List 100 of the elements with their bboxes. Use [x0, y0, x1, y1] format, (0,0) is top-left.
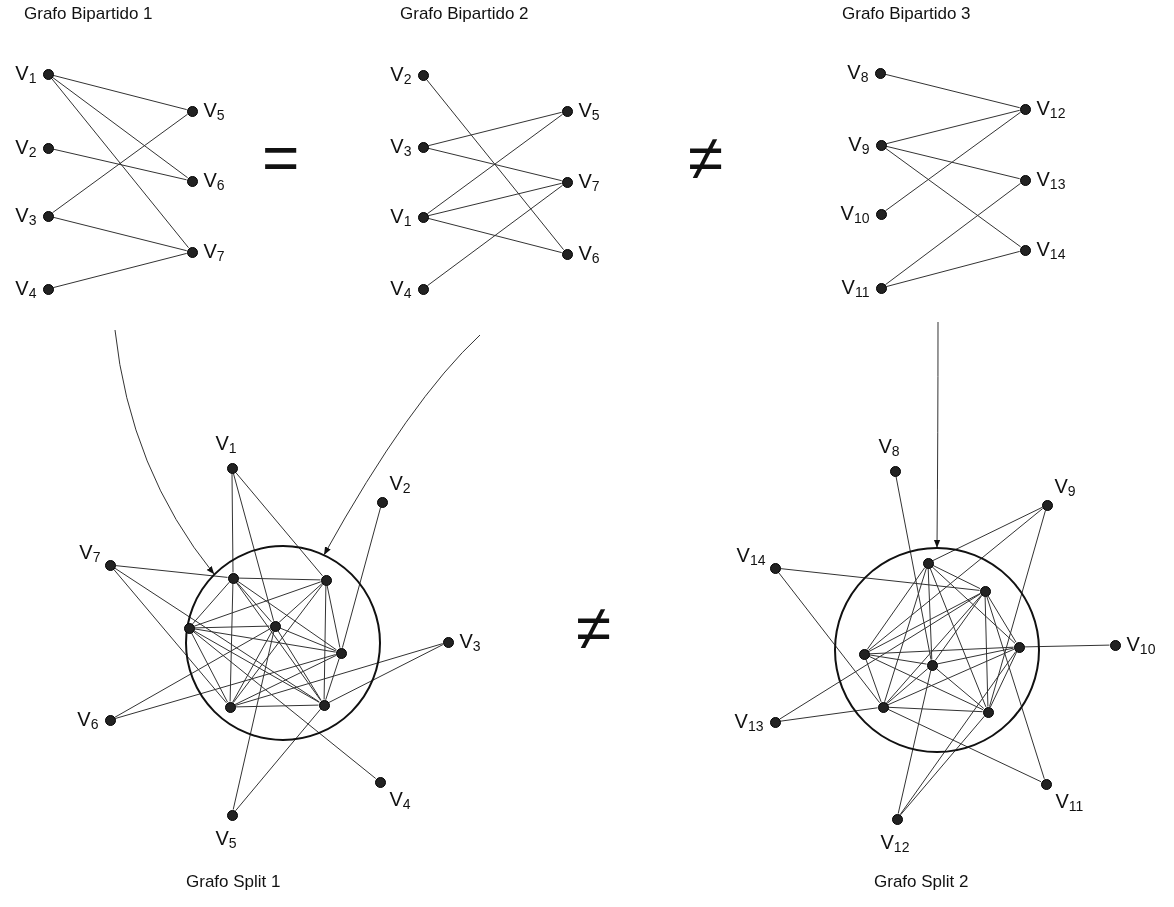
graph-edge	[927, 568, 933, 660]
graph-edge	[235, 471, 323, 577]
graph-edge	[232, 630, 275, 811]
graph-edge	[52, 74, 188, 111]
graph-edge	[326, 584, 341, 649]
graph-edge	[51, 113, 189, 214]
vertex-label: V$_{6}$	[578, 241, 600, 268]
graph-edge	[886, 594, 982, 704]
graph-edge	[234, 654, 337, 706]
vertex-label: V$_{2}$	[389, 471, 411, 498]
graph-edge	[427, 217, 563, 254]
relation-sign: ≠	[576, 596, 612, 660]
graph-edge	[231, 473, 234, 573]
graph-edge	[929, 567, 987, 708]
graph-edge	[899, 651, 1017, 815]
graph-edge	[865, 658, 882, 703]
vertex-dot	[926, 659, 938, 671]
graph-edge	[237, 580, 337, 651]
vertex-label: V$_{12}$	[880, 830, 910, 857]
arrow	[933, 321, 941, 548]
graph-edge	[867, 508, 1044, 651]
vertex-label: V$_{3}$	[459, 629, 481, 656]
graph-edge	[51, 76, 189, 179]
graph-edge	[779, 707, 879, 722]
arrow	[323, 334, 481, 555]
vertex-dot	[318, 699, 330, 711]
vertex-label: V$_{7}$	[79, 540, 101, 567]
graph-title: Grafo Split 2	[874, 872, 969, 892]
graph-edge	[986, 595, 1045, 780]
graph-edge	[52, 148, 188, 181]
graph-edge	[192, 631, 377, 779]
graph-edge	[232, 630, 273, 703]
vertex-label: V$_{7}$	[203, 239, 225, 266]
graph-edge	[868, 655, 984, 711]
graph-edge	[236, 581, 272, 623]
graph-edge	[52, 252, 188, 289]
vertex-label: V$_{13}$	[1036, 167, 1066, 194]
graph-edge	[325, 657, 340, 701]
graph-edge	[884, 147, 1022, 248]
graph-edge	[426, 184, 564, 287]
vertex-label: V$_{4}$	[390, 276, 412, 303]
vertex-label: V$_{4}$	[389, 787, 411, 814]
graph-edge	[277, 630, 322, 701]
vertex-label: V$_{4}$	[15, 276, 37, 303]
vertex-label: V$_{5}$	[215, 826, 237, 853]
graph-edge	[987, 595, 1017, 643]
graph-edge	[895, 475, 932, 661]
graph-edge	[777, 571, 881, 704]
graph-edge	[194, 625, 270, 629]
graph-edge	[885, 109, 1021, 145]
graph-edge	[936, 647, 1015, 665]
vertex-label: V$_{10}$	[840, 201, 870, 228]
vertex-label: V$_{9}$	[848, 132, 870, 159]
graph-edge	[884, 567, 927, 703]
arrow	[114, 329, 215, 575]
graph-edge	[235, 708, 321, 812]
vertex-label: V$_{8}$	[878, 434, 900, 461]
vertex-dot	[922, 557, 934, 569]
graph-edge	[885, 250, 1021, 288]
graph-edge	[868, 654, 928, 665]
vertex-label: V$_{10}$	[1126, 632, 1156, 659]
clique-circle	[834, 547, 1040, 753]
graph-edge	[887, 708, 1042, 783]
graph-edge	[279, 627, 337, 652]
graph-edge	[52, 216, 188, 252]
graph-edge	[229, 583, 234, 702]
vertex-label: V$_{1}$	[215, 431, 237, 458]
vertex-dot	[979, 585, 991, 597]
graph-edge	[193, 630, 320, 703]
graph-edge	[51, 77, 189, 249]
graph-edge	[886, 668, 929, 704]
graph-edge	[427, 182, 563, 217]
graph-edge	[238, 577, 321, 581]
graph-edge	[935, 668, 985, 709]
vertex-label: V$_{6}$	[203, 168, 225, 195]
vertex-dot	[320, 574, 332, 586]
graph-edge	[192, 581, 230, 625]
graph-edge	[931, 566, 1016, 644]
graph-edge	[193, 628, 337, 653]
vertex-dot	[1013, 641, 1025, 653]
vertex-dot	[224, 701, 236, 713]
vertex-label: V$_{3}$	[390, 134, 412, 161]
vertex-dot	[877, 701, 889, 713]
graph-title: Grafo Split 1	[186, 872, 281, 892]
vertex-label: V$_{5}$	[203, 98, 225, 125]
vertex-dot	[858, 648, 870, 660]
vertex-label: V$_{14}$	[736, 543, 766, 570]
graph-edge	[868, 593, 981, 652]
vertex-dot	[335, 647, 347, 659]
graph-edge	[328, 644, 444, 703]
graph-edge	[934, 595, 983, 661]
vertex-label: V$_{6}$	[77, 707, 99, 734]
graph-edge	[193, 581, 322, 627]
graph-edge	[780, 568, 980, 591]
vertex-dot	[269, 620, 281, 632]
graph-edge	[427, 111, 563, 147]
graph-edge	[885, 145, 1021, 180]
graph-edge	[884, 73, 1021, 109]
graph-edge	[779, 593, 981, 720]
graph-edge	[113, 568, 227, 704]
